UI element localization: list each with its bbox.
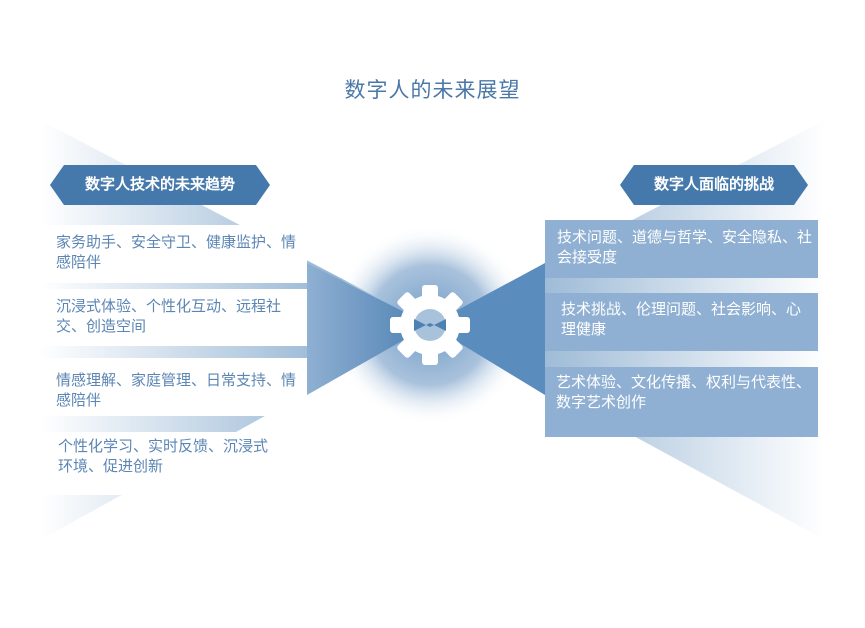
left-box-1 (38, 225, 307, 283)
left-item-3: 情感理解、家庭管理、日常支持、情感陪伴 (56, 372, 297, 409)
right-item-1: 技术问题、道德与哲学、安全隐私、社会接受度 (557, 229, 813, 266)
left-header: 数字人技术的未来趋势 (84, 176, 235, 193)
left-box-2 (38, 289, 307, 346)
right-item-2: 技术挑战、伦理问题、社会影响、心理健康 (561, 301, 802, 338)
right-box-3 (545, 367, 818, 437)
left-item-4: 个性化学习、实时反馈、沉浸式环境、促进创新 (58, 438, 269, 475)
left-box-3 (38, 358, 307, 416)
left-item-1: 家务助手、安全守卫、健康监护、情感陪伴 (56, 234, 297, 271)
left-item-2: 沉浸式体验、个性化互动、远程社交、创造空间 (56, 298, 282, 335)
right-box-1 (545, 220, 818, 278)
right-header: 数字人面临的挑战 (653, 176, 774, 193)
left-header-shape (50, 165, 270, 205)
page-title: 数字人的未来展望 (344, 79, 521, 102)
gear-icon (390, 285, 470, 365)
right-box-2 (545, 293, 818, 351)
right-arrow (430, 263, 545, 395)
left-box-4 (38, 432, 307, 495)
left-arrow (307, 263, 430, 395)
right-header-shape (620, 165, 808, 205)
right-item-3: 艺术体验、文化传播、权利与代表性、数字艺术创作 (556, 374, 812, 411)
